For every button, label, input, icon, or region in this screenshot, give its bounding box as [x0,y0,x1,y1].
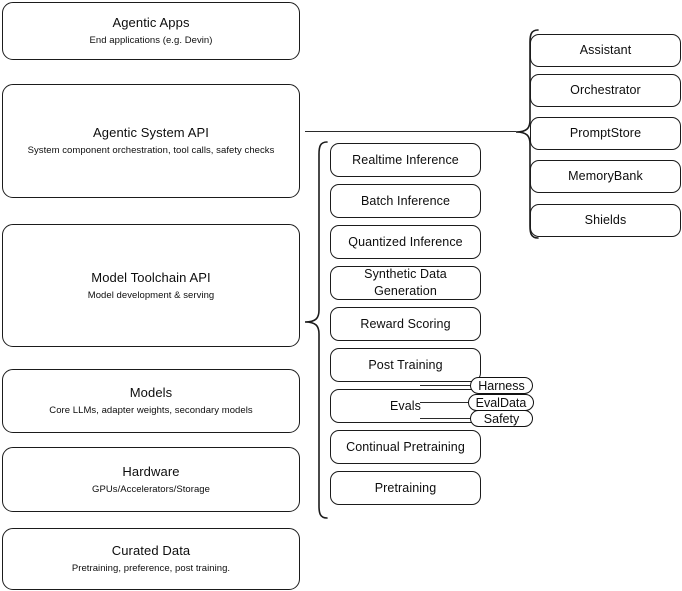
toolchain-component-quantized-inference[interactable]: Quantized Inference [330,225,481,259]
component-label: Assistant [579,43,632,57]
stack-layer-models[interactable]: Models Core LLMs, adapter weights, secon… [2,369,300,433]
toolchain-component-continual-pretraining[interactable]: Continual Pretraining [330,430,481,464]
stack-layer-agentic-apps[interactable]: Agentic Apps End applications (e.g. Devi… [2,2,300,60]
evals-badge-safety[interactable]: Safety [470,410,533,427]
component-label: MemoryBank [568,169,643,183]
system-component-orchestrator[interactable]: Orchestrator [530,74,681,107]
layer-title: Curated Data [111,543,191,558]
layer-subtitle: Pretraining, preference, post training. [71,563,231,574]
stack-layer-agentic-system-api[interactable]: Agentic System API System component orch… [2,84,300,198]
connector-evals-to-safety [420,418,482,420]
component-label: Shields [584,213,627,227]
evals-badge-harness[interactable]: Harness [470,377,533,394]
component-label: Orchestrator [570,83,641,97]
component-label: Pretraining [374,480,437,495]
component-label: Batch Inference [360,193,451,208]
toolchain-component-synthetic-data-generation[interactable]: Synthetic Data Generation [330,266,481,300]
layer-title: Agentic System API [93,125,209,140]
badge-label: EvalData [475,395,527,410]
layer-subtitle: End applications (e.g. Devin) [89,35,213,46]
system-component-assistant[interactable]: Assistant [530,34,681,67]
connector-system-api-to-components [305,131,516,133]
toolchain-component-pretraining[interactable]: Pretraining [330,471,481,505]
stack-layer-curated-data[interactable]: Curated Data Pretraining, preference, po… [2,528,300,590]
layer-title: Model Toolchain API [91,269,211,285]
connector-evals-to-evaldata [420,402,482,404]
badge-label: Harness [478,378,525,393]
system-component-shields[interactable]: Shields [530,204,681,237]
toolchain-component-reward-scoring[interactable]: Reward Scoring [330,307,481,341]
system-component-memorybank[interactable]: MemoryBank [530,160,681,193]
layer-subtitle: Core LLMs, adapter weights, secondary mo… [49,405,253,416]
layer-subtitle: System component orchestration, tool cal… [27,145,275,156]
layer-title: Hardware [122,463,180,479]
evals-badge-evaldata[interactable]: EvalData [468,394,534,411]
component-label: Continual Pretraining [346,439,465,454]
badge-label: Safety [483,411,520,426]
component-label: Quantized Inference [348,234,463,249]
stack-layer-model-toolchain-api[interactable]: Model Toolchain API Model development & … [2,224,300,347]
layer-subtitle: Model development & serving [87,289,215,301]
brace-toolchain [303,140,329,520]
stack-layer-hardware[interactable]: Hardware GPUs/Accelerators/Storage [2,447,300,512]
component-label: Post Training [368,357,443,372]
system-component-promptstore[interactable]: PromptStore [530,117,681,150]
component-label: Evals [389,398,422,413]
layer-title: Agentic Apps [112,15,190,30]
toolchain-component-batch-inference[interactable]: Batch Inference [330,184,481,218]
component-label: Synthetic Data Generation [364,267,447,298]
connector-evals-to-harness [420,385,482,387]
toolchain-component-post-training[interactable]: Post Training [330,348,481,382]
layer-subtitle: GPUs/Accelerators/Storage [92,483,210,495]
layer-title: Models [129,385,173,400]
component-label: Realtime Inference [352,152,459,167]
toolchain-component-evals[interactable]: Evals [330,389,481,423]
toolchain-component-realtime-inference[interactable]: Realtime Inference [330,143,481,177]
component-label: Reward Scoring [360,316,451,331]
component-label: PromptStore [569,126,642,140]
